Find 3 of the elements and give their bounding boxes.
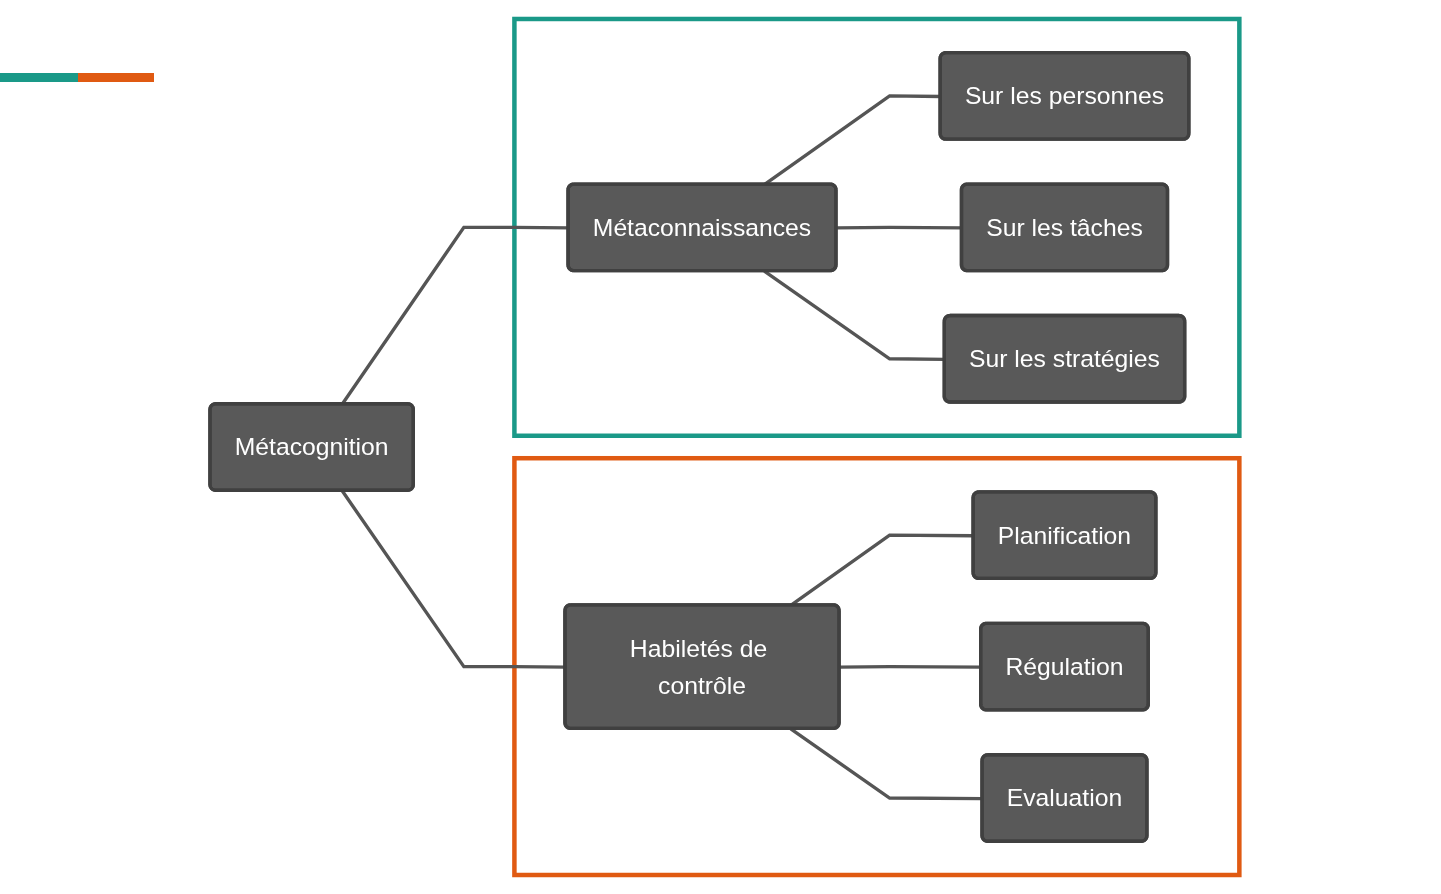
cluster: [512, 16, 1242, 438]
cluster: [512, 456, 1242, 878]
connector: [836, 225, 963, 230]
